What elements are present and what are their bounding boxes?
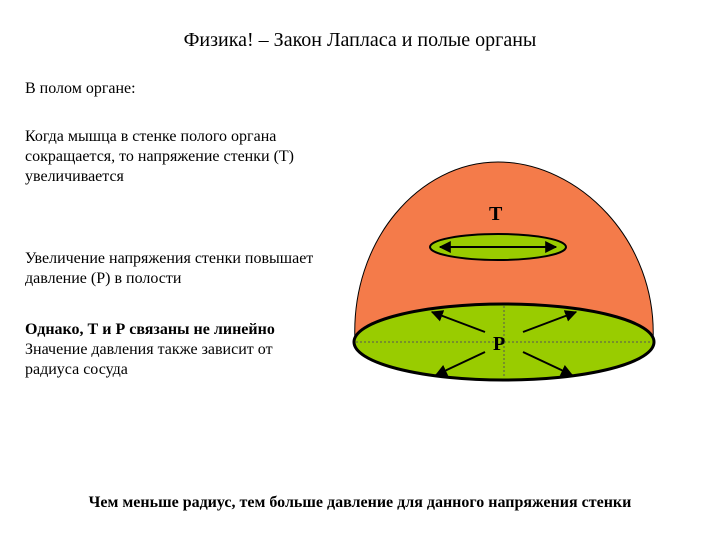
paragraph-nonlinear: Однако, Т и Р связаны не линейно Значени… — [25, 320, 325, 380]
paragraph-pressure-increase: Увеличение напряжения стенки повышает да… — [25, 250, 314, 287]
pressure-label: P — [493, 333, 505, 355]
paragraph-tension-increase: Когда мышца в стенке полого органа сокра… — [25, 128, 294, 185]
subheading: В полом органе: — [25, 80, 136, 97]
nonlinear-statement: Однако, Т и Р связаны не линейно — [25, 321, 275, 338]
slide-title: Физика! – Закон Лапласа и полые органы — [183, 29, 537, 51]
tension-label: T — [489, 203, 503, 225]
pressure-guides — [356, 306, 652, 378]
radius-dependence-statement: Значение давления также зависит от радиу… — [25, 341, 273, 378]
hollow-organ-diagram: T P — [352, 161, 656, 382]
conclusion-footer: Чем меньше радиус, тем больше давление д… — [88, 494, 632, 511]
pressure-arrows — [430, 310, 578, 376]
